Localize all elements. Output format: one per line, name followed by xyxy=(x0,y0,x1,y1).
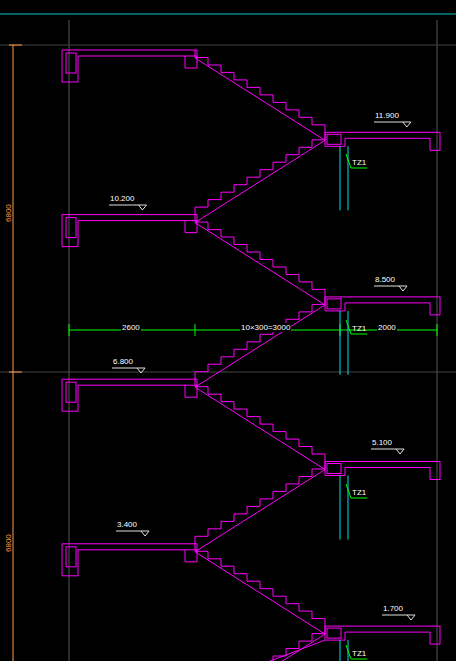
flight-slab xyxy=(195,470,325,552)
beam-section xyxy=(66,547,76,567)
column-tag: TZ1 xyxy=(352,488,366,497)
tag-underline xyxy=(351,168,367,169)
flight-slab xyxy=(195,552,325,634)
elevation-line xyxy=(116,531,149,532)
elevation-label: 1.700 xyxy=(383,604,403,613)
grid-line xyxy=(0,45,456,46)
border-line xyxy=(0,14,456,15)
elevation-label: 3.400 xyxy=(117,520,137,529)
column-line xyxy=(340,146,341,210)
elevation-triangle xyxy=(141,531,149,536)
elevation-triangle xyxy=(403,122,411,127)
dimension-tick xyxy=(9,45,22,46)
level-symbols xyxy=(109,122,415,659)
beam-section xyxy=(327,464,341,474)
leader-line xyxy=(346,154,351,168)
elevation-line xyxy=(374,286,407,287)
elevation-line xyxy=(374,122,411,123)
elevation-triangle xyxy=(396,449,404,454)
stair-steps xyxy=(195,626,325,661)
beam-section xyxy=(66,382,76,402)
landing-slab xyxy=(62,215,197,247)
tag-underline xyxy=(351,498,367,499)
stair-steps xyxy=(195,297,325,379)
column-line xyxy=(348,146,349,210)
flight-slab xyxy=(195,140,325,222)
flight-slab xyxy=(195,223,325,305)
elevation-line xyxy=(109,205,146,206)
stair-steps xyxy=(195,132,325,214)
flight-slab xyxy=(195,634,325,661)
beam-section xyxy=(66,218,76,238)
elevation-label: 8.500 xyxy=(375,275,395,284)
stair-steps xyxy=(195,50,325,132)
dimension-tick xyxy=(9,372,22,373)
stair-steps xyxy=(195,462,325,544)
dimension-text: 2600 xyxy=(121,323,141,332)
landing-slab xyxy=(62,379,197,411)
tag-underline xyxy=(351,334,367,335)
elevation-label: 10.200 xyxy=(110,194,134,203)
beam-section xyxy=(66,53,76,73)
elevation-label: 6.800 xyxy=(113,357,133,366)
stair-steps xyxy=(195,379,325,461)
column-tag: TZ1 xyxy=(352,324,366,333)
dimension-text: 10×300=3000 xyxy=(240,323,291,332)
grid-line xyxy=(69,20,70,661)
stair-steps xyxy=(195,215,325,297)
elevation-triangle xyxy=(137,368,145,373)
landing-slab xyxy=(325,132,440,150)
stair-geometry xyxy=(62,50,440,661)
flight-slab xyxy=(195,58,325,140)
dimension-line xyxy=(13,45,14,661)
grid-line xyxy=(0,372,456,373)
elevation-line xyxy=(382,615,415,616)
landing-slab xyxy=(62,544,197,576)
tag-underline xyxy=(351,659,367,660)
elevation-label: 5.100 xyxy=(372,438,392,447)
dimension-tick xyxy=(437,324,438,336)
column-tag: TZ1 xyxy=(352,649,366,658)
elevation-triangle xyxy=(138,205,146,210)
flight-slab xyxy=(195,305,325,387)
column-line xyxy=(340,640,341,661)
landing-slab xyxy=(325,462,440,480)
elevation-triangle xyxy=(399,286,407,291)
beam-section xyxy=(327,299,341,309)
dimension-text: 6800 xyxy=(4,534,13,552)
flight-slab xyxy=(195,387,325,469)
column-tag: TZ1 xyxy=(352,158,366,167)
column-line xyxy=(348,476,349,540)
column-line xyxy=(340,476,341,540)
dimension-tick xyxy=(69,324,70,336)
elevation-line xyxy=(371,449,404,450)
beam-section xyxy=(327,628,341,638)
stair-steps xyxy=(195,544,325,626)
column-line xyxy=(340,311,341,375)
flight-slab xyxy=(270,640,325,661)
leader-line xyxy=(346,645,351,659)
beam-section xyxy=(327,134,341,144)
landing-slab xyxy=(325,297,440,315)
landing-slab xyxy=(62,50,197,82)
column-line xyxy=(348,311,349,375)
elevation-label: 11.900 xyxy=(375,111,399,120)
leader-line xyxy=(346,320,351,334)
dimension-tick xyxy=(195,324,196,336)
grid-line xyxy=(437,20,438,661)
dimension-text: 2000 xyxy=(377,323,397,332)
dimension-text: 6800 xyxy=(4,204,13,222)
elevation-triangle xyxy=(407,615,415,620)
landing-slab xyxy=(325,626,440,644)
elevation-line xyxy=(112,368,145,369)
leader-line xyxy=(346,484,351,498)
